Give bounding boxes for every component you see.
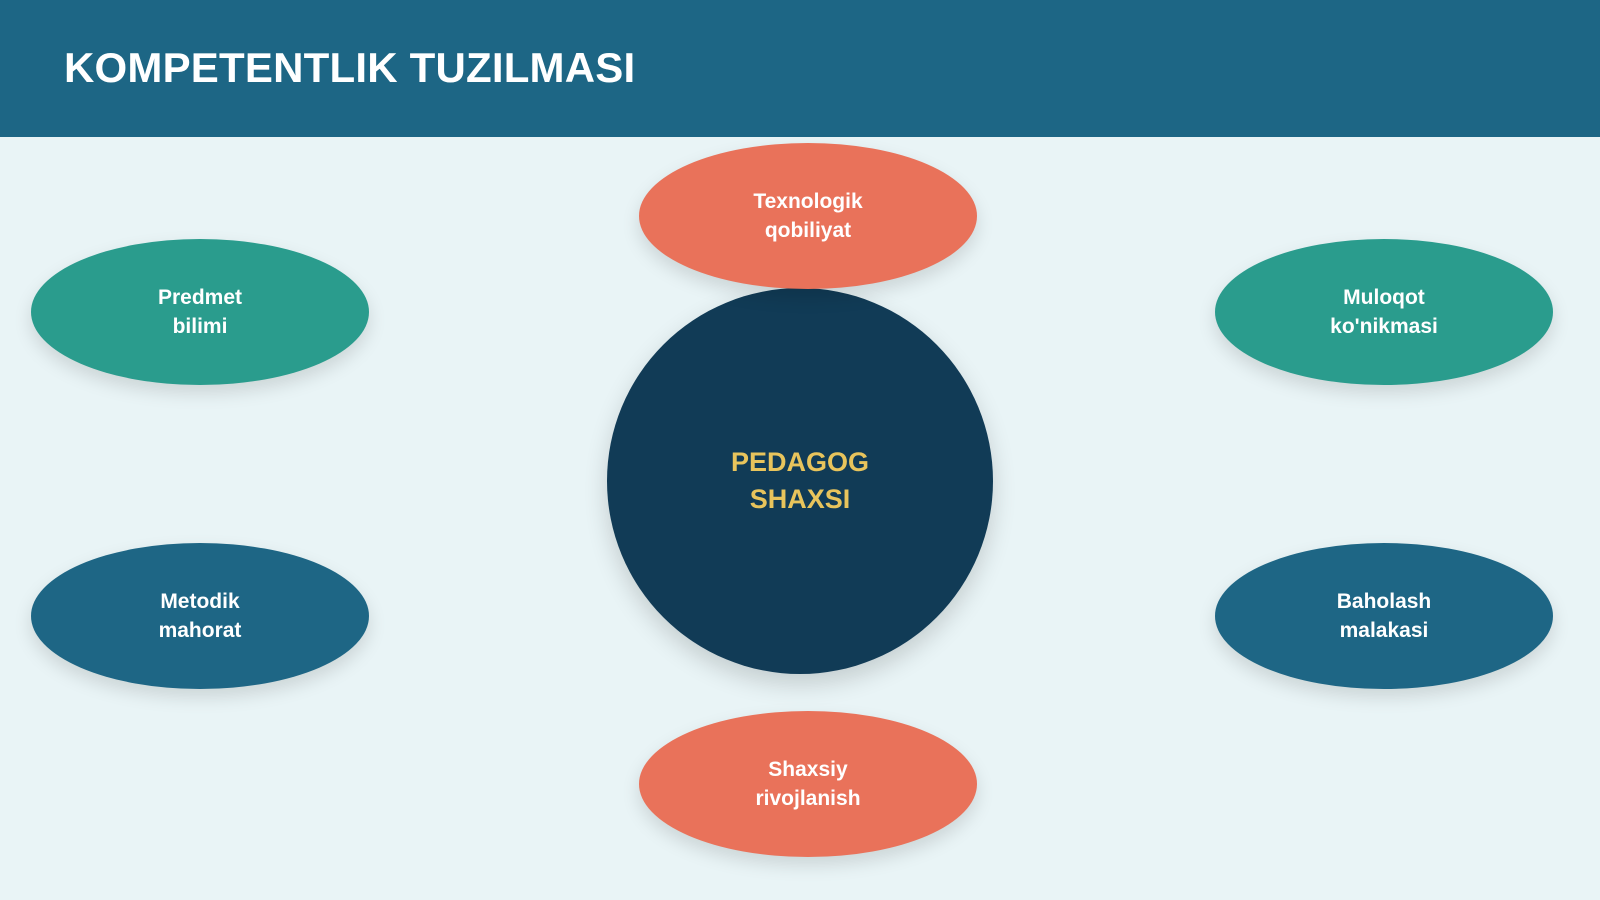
node-baholash-malakasi: Baholash malakasi (1215, 543, 1553, 689)
center-label: PEDAGOG SHAXSI (730, 447, 870, 514)
header-bar: KOMPETENTLIK TUZILMASI (0, 0, 1600, 137)
node-muloqot-konikmasi: Muloqot ko'nikmasi (1215, 239, 1553, 385)
node-metodik-mahorat: Metodik mahorat (31, 543, 369, 689)
center-circle: PEDAGOG SHAXSI (607, 288, 993, 674)
node-shaxsiy-rivojlanish: Shaxsiy rivojlanish (639, 711, 977, 857)
node-label: Muloqot ko'nikmasi (1330, 286, 1438, 338)
node-predmet-bilimi: Predmet bilimi (31, 239, 369, 385)
node-texnologik-qobiliyat: Texnologik qobiliyat (639, 143, 977, 289)
node-label: Predmet bilimi (157, 286, 243, 338)
node-label: Texnologik qobiliyat (753, 190, 863, 242)
node-label: Metodik mahorat (158, 590, 242, 642)
node-label: Shaxsiy rivojlanish (755, 758, 861, 810)
node-label: Baholash malakasi (1336, 590, 1432, 642)
page-title: KOMPETENTLIK TUZILMASI (64, 44, 636, 91)
